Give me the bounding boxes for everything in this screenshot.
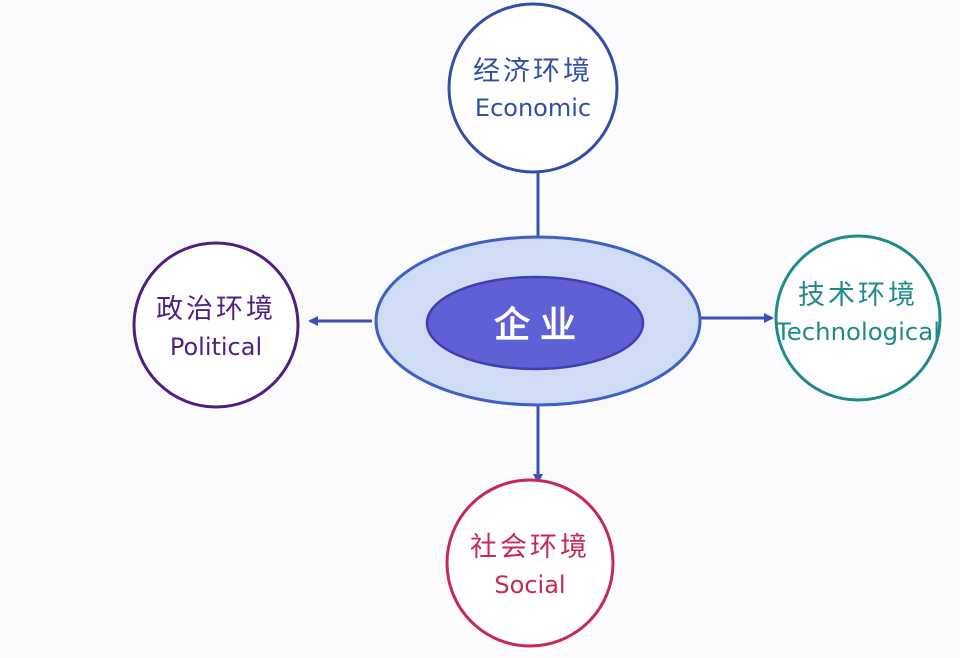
center-inner-ellipse (425, 275, 645, 371)
economic-en-label: Economic (475, 94, 591, 122)
political-en-label: Political (170, 333, 262, 361)
political-circle (132, 241, 300, 409)
technological-circle (774, 234, 942, 402)
social-circle (445, 478, 615, 648)
center-node: 企业 (374, 235, 702, 407)
node-economic: 经济环境 Economic (447, 2, 619, 174)
node-political: 政治环境 Political (132, 241, 300, 409)
node-social: 社会环境 Social (445, 478, 615, 648)
node-technological: 技术环境 Technological (774, 234, 942, 402)
political-cn-label: 政治环境 (156, 294, 276, 325)
economic-cn-label: 经济环境 (473, 56, 593, 87)
economic-circle (447, 2, 619, 174)
social-cn-label: 社会环境 (470, 532, 590, 563)
center-label: 企业 (494, 304, 586, 346)
technological-cn-label: 技术环境 (798, 280, 918, 311)
social-en-label: Social (494, 571, 565, 599)
technological-en-label: Technological (775, 318, 940, 346)
